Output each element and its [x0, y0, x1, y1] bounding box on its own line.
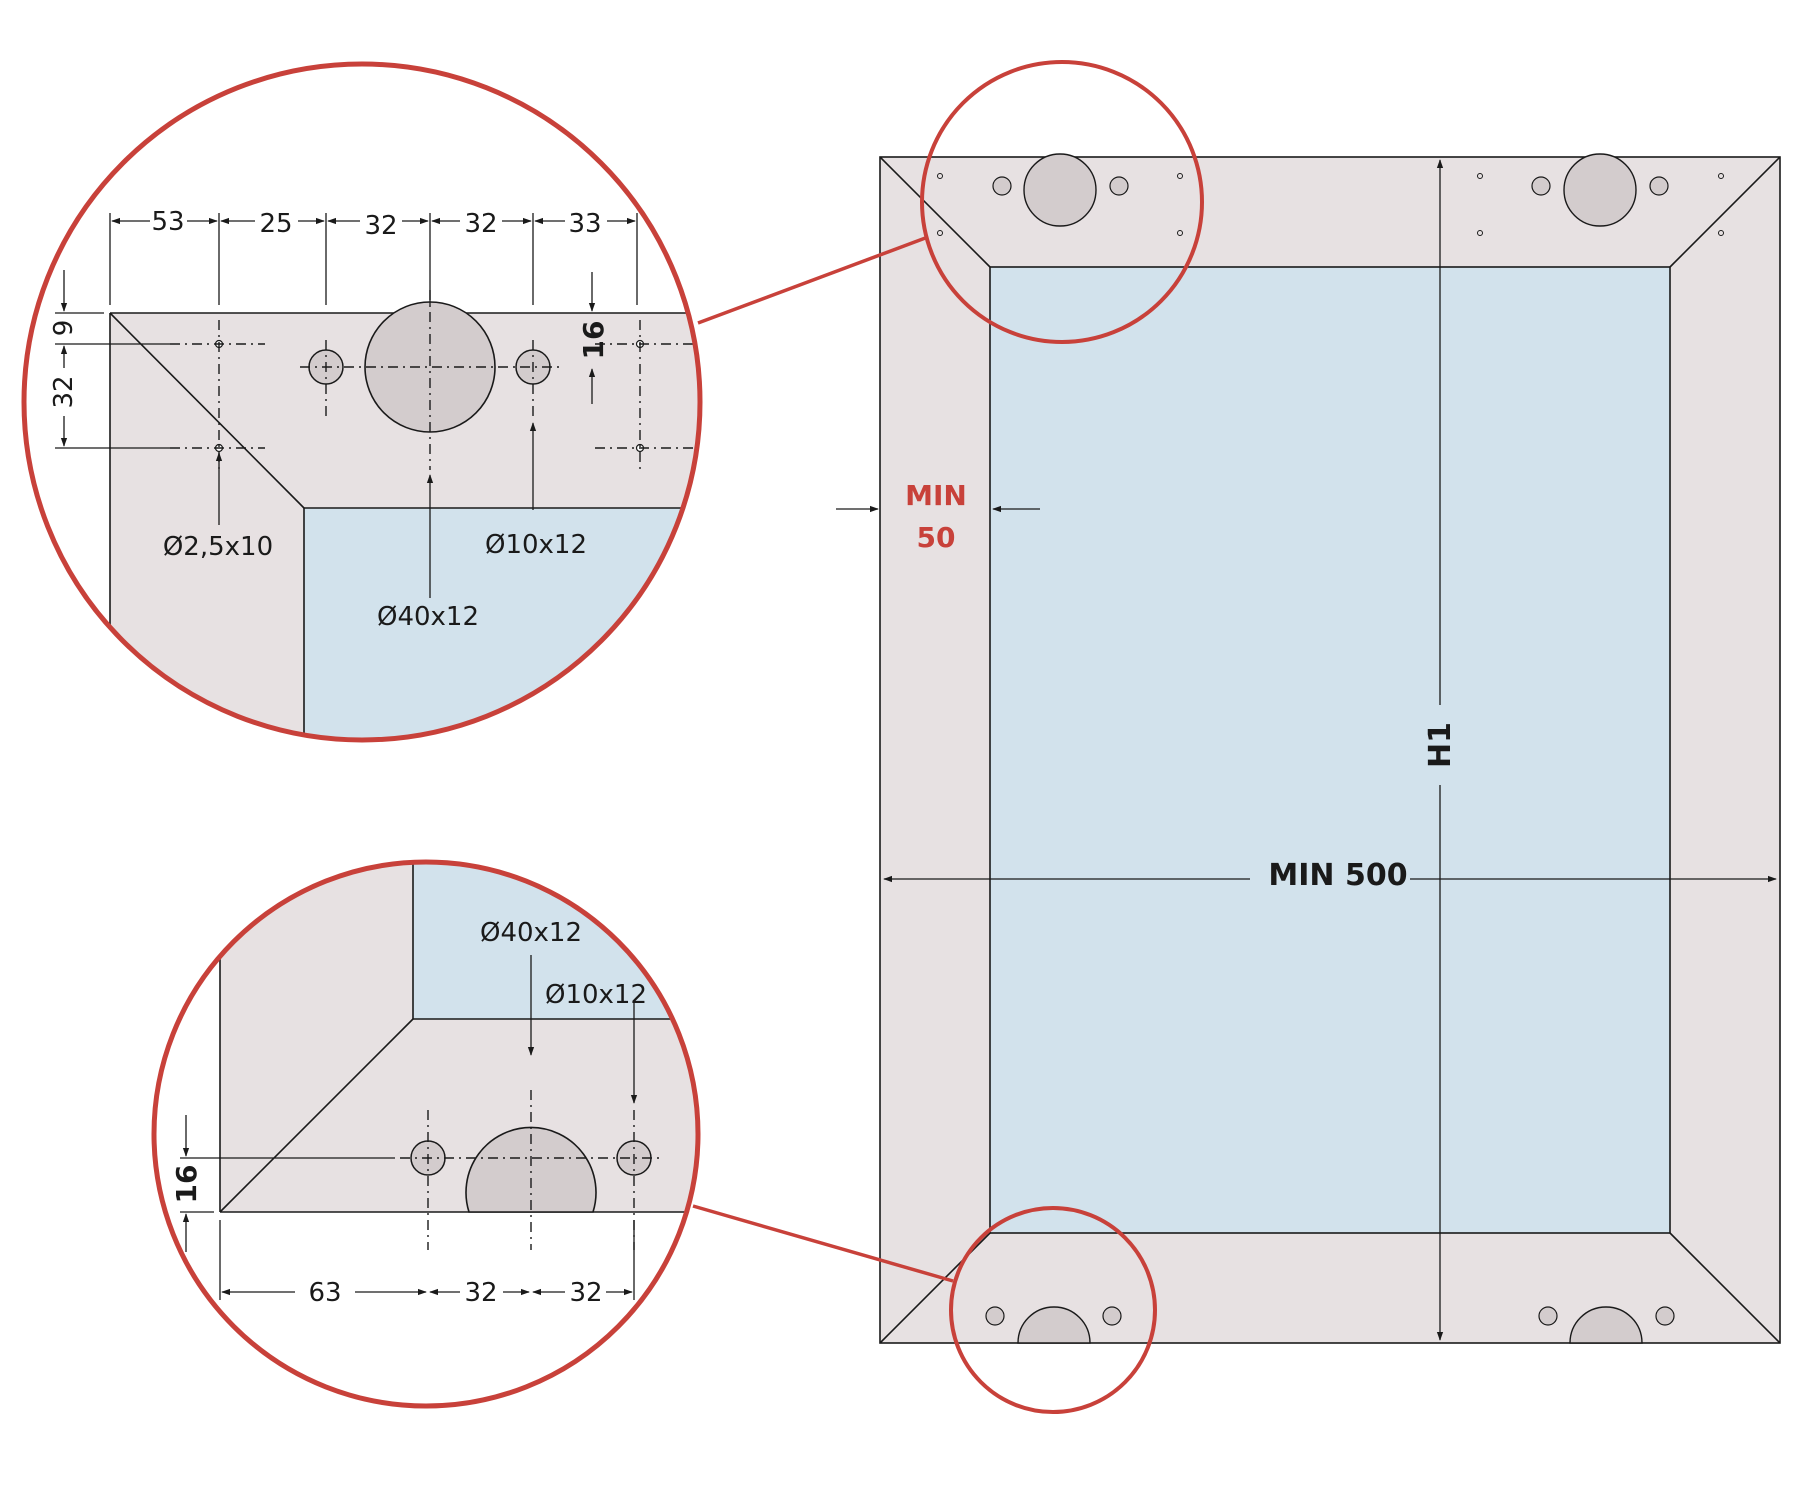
dim-63: 63: [308, 1278, 341, 1308]
frame-miter-top-left: [879, 156, 991, 268]
dim-32-b: 32: [464, 209, 497, 239]
dim-33: 33: [568, 209, 601, 239]
callout-circle-bottom: [949, 1206, 1157, 1414]
dim-9: 9: [49, 320, 79, 337]
cup-hole-label: Ø40x12: [377, 602, 479, 632]
dimension-min-50: MIN 50: [836, 479, 1040, 554]
callout-connector-top: [697, 235, 929, 325]
frame-miter-top-right: [1669, 156, 1781, 268]
callout-markers: [692, 60, 1204, 1414]
cup-hole-bottom: [465, 1126, 597, 1213]
dim-16-bottom: 16: [170, 1165, 203, 1204]
h1-label: H1: [1423, 722, 1458, 768]
dim-32-bottom-a: 32: [464, 1278, 497, 1308]
min-50-label-line2: 50: [917, 521, 956, 554]
small-hole-label: Ø2,5x10: [163, 532, 273, 562]
dim-53: 53: [151, 207, 184, 237]
min-500-label: MIN 500: [1268, 858, 1407, 893]
side-hole-label: Ø10x12: [485, 530, 587, 560]
frame-miter-bottom-right: [1669, 1232, 1781, 1344]
hinge-bottom-right: [1538, 1306, 1675, 1344]
cup-hole-label-bottom: Ø40x12: [480, 918, 582, 948]
detail-circle-top: [21, 61, 703, 743]
hinge-top-left: [937, 153, 1183, 236]
hinge-bottom-left: [985, 1306, 1122, 1344]
hinge-top-right: [1477, 153, 1724, 236]
glass-panel: [989, 266, 1671, 1234]
min-50-label-line1: MIN: [905, 479, 967, 512]
dim-25: 25: [259, 209, 292, 239]
callout-circle-top: [920, 60, 1204, 344]
dimension-min-500: MIN 500: [883, 858, 1777, 893]
side-hole-label-bottom: Ø10x12: [545, 980, 647, 1010]
door-front-view: H1 MIN 500 MIN 50: [836, 153, 1781, 1344]
detail-top-hinge: 53 25 32 32 33 9 32 16 Ø2,5x10 Ø40x12 Ø: [21, 61, 703, 743]
dim-32-vertical: 32: [49, 375, 79, 408]
dim-32-bottom-b: 32: [569, 1278, 602, 1308]
callout-connector-bottom: [692, 1204, 954, 1283]
dim-32-a: 32: [364, 211, 397, 241]
detail-circle-bottom: [151, 859, 701, 1409]
dimension-h1: H1: [1423, 159, 1458, 1341]
dim-16-top: 16: [577, 321, 610, 360]
detail-bottom-hinge: Ø40x12 Ø10x12 16 63 32 32: [151, 859, 701, 1409]
